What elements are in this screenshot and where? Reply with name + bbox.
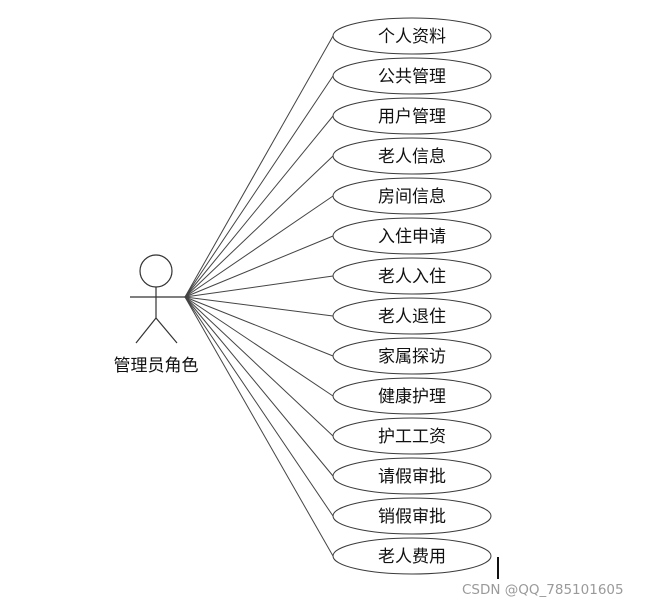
association-line (184, 296, 334, 357)
association-line (184, 75, 334, 298)
use-case-ellipse (332, 177, 492, 215)
use-case-ellipse (332, 537, 492, 575)
use-case-label: 老人退住 (378, 307, 446, 327)
actor-right-leg (155, 317, 178, 344)
use-case-ellipse (332, 417, 492, 455)
association-line (184, 296, 334, 437)
use-case-label: 个人资料 (378, 27, 446, 47)
use-case-ellipse (332, 457, 492, 495)
use-case-label: 请假审批 (378, 467, 446, 487)
use-case: 老人信息 (332, 137, 492, 175)
association-lines (184, 35, 334, 557)
use-case-label: 健康护理 (378, 387, 446, 407)
use-case-ellipse (332, 497, 492, 535)
use-case: 房间信息 (332, 177, 492, 215)
use-case-ellipse (332, 217, 492, 255)
use-case-ellipse (332, 377, 492, 415)
use-case: 请假审批 (332, 457, 492, 495)
use-case-ellipse (332, 257, 492, 295)
association-line (184, 155, 334, 298)
use-case: 公共管理 (332, 57, 492, 95)
use-case-ellipse (332, 57, 492, 95)
text-cursor (497, 557, 499, 579)
use-case: 护工工资 (332, 417, 492, 455)
association-line (184, 296, 334, 557)
use-case-ellipse (332, 97, 492, 135)
association-line (184, 296, 334, 517)
use-case-ellipse (332, 297, 492, 335)
use-case-ellipse (332, 337, 492, 375)
association-line (184, 296, 334, 317)
use-case: 个人资料 (332, 17, 492, 55)
use-case: 老人退住 (332, 297, 492, 335)
association-line (184, 115, 334, 298)
use-case: 老人入住 (332, 257, 492, 295)
use-case-label: 护工工资 (378, 427, 446, 447)
use-case-label: 用户管理 (378, 107, 446, 127)
use-case-label: 入住申请 (378, 227, 446, 247)
use-case-label: 老人入住 (378, 267, 446, 287)
watermark: CSDN @QQ_785101605 (462, 582, 624, 598)
use-case: 家属探访 (332, 337, 492, 375)
association-line (184, 275, 334, 298)
association-line (184, 296, 334, 477)
actor-head (139, 254, 173, 288)
use-case-label: 房间信息 (378, 187, 446, 207)
use-case-ellipse (332, 137, 492, 175)
use-case-label: 家属探访 (378, 347, 446, 367)
association-line (184, 35, 334, 298)
use-case-label: 老人信息 (378, 147, 446, 167)
use-case-label: 销假审批 (378, 507, 446, 527)
use-case-label: 公共管理 (378, 67, 446, 87)
use-case: 销假审批 (332, 497, 492, 535)
use-cases: 个人资料公共管理用户管理老人信息房间信息入住申请老人入住老人退住家属探访健康护理… (332, 17, 492, 575)
use-case: 健康护理 (332, 377, 492, 415)
use-case: 老人费用 (332, 537, 492, 575)
association-line (184, 195, 334, 298)
association-line (184, 296, 334, 397)
actor: 管理员角色 (114, 254, 199, 376)
use-case-ellipse (332, 17, 492, 55)
actor-left-leg (135, 317, 157, 344)
use-case-label: 老人费用 (378, 547, 446, 567)
actor-label: 管理员角色 (114, 356, 199, 376)
association-line (184, 235, 334, 298)
use-case: 入住申请 (332, 217, 492, 255)
use-case: 用户管理 (332, 97, 492, 135)
